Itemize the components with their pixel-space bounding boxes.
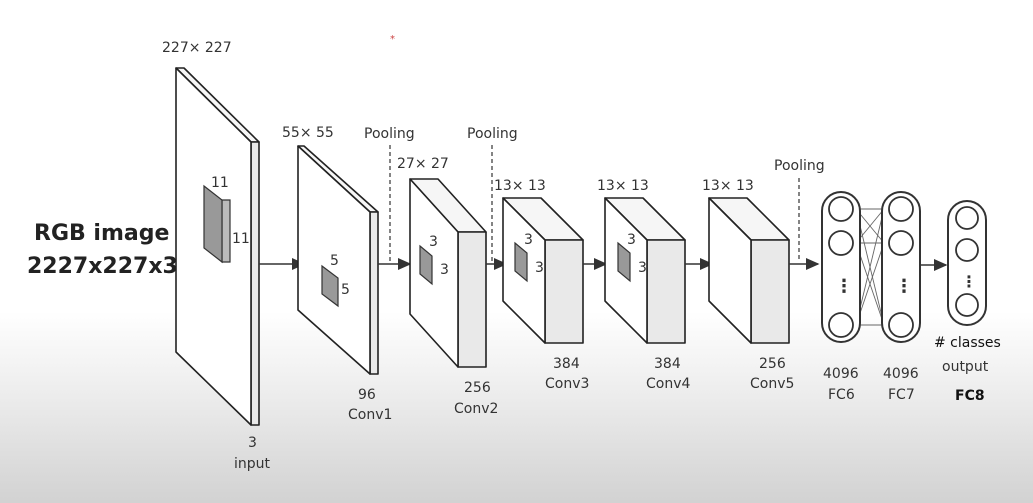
fc7-name: FC7 xyxy=(888,387,915,403)
fc8-name: FC8 xyxy=(955,388,985,404)
fc6-neuron xyxy=(828,230,854,256)
fc6-neuron xyxy=(828,196,854,222)
fc6-fc7-block xyxy=(821,191,921,343)
conv5-depth: 256 xyxy=(759,356,786,372)
fc8-block xyxy=(947,200,987,326)
fc8-layer xyxy=(947,200,987,326)
fc6-layer xyxy=(821,191,861,343)
conv4-kernel-w: 3 xyxy=(638,260,647,276)
fc6-name: FC6 xyxy=(828,387,855,403)
conv5-block xyxy=(708,197,790,344)
fc8-ellipsis: ⋮ xyxy=(961,272,977,291)
conv4-depth: 384 xyxy=(654,356,681,372)
rgb-image-label: RGB image xyxy=(34,221,169,246)
input-depth: 3 xyxy=(248,435,257,451)
conv5-size-label: 13× 13 xyxy=(702,178,754,194)
conv4-block xyxy=(604,197,686,344)
fc6-units: 4096 xyxy=(823,366,859,382)
fc8-units: # classes xyxy=(934,335,1001,351)
conv1-depth: 96 xyxy=(358,387,376,403)
conv3-block xyxy=(502,197,584,344)
pooling-label-1: Pooling xyxy=(364,126,415,142)
conv2-name: Conv2 xyxy=(454,401,498,417)
conv3-size-label: 13× 13 xyxy=(494,178,546,194)
conv5-name: Conv5 xyxy=(750,376,794,392)
conv3-name: Conv3 xyxy=(545,376,589,392)
input-kernel-w: 11 xyxy=(232,231,250,247)
fc8-neuron xyxy=(955,206,979,230)
fc6-ellipsis: ⋮ xyxy=(835,276,853,297)
conv4-kernel-h: 3 xyxy=(627,232,636,248)
conv1-size-label: 55× 55 xyxy=(282,125,334,141)
fc7-layer xyxy=(881,191,921,343)
input-kernel-h: 11 xyxy=(211,175,229,191)
conv1-kernel-h: 5 xyxy=(330,253,339,269)
conv2-kernel-w: 3 xyxy=(440,262,449,278)
fc8-sub: output xyxy=(942,359,989,375)
conv3-depth: 384 xyxy=(553,356,580,372)
conv4-size-label: 13× 13 xyxy=(597,178,649,194)
fc8-neuron xyxy=(955,238,979,262)
conv3-kernel-w: 3 xyxy=(535,260,544,276)
conv2-block xyxy=(409,178,487,368)
pooling-label-2: Pooling xyxy=(467,126,518,142)
stray-mark: * xyxy=(390,34,395,45)
fc7-neuron xyxy=(888,312,914,338)
conv4-name: Conv4 xyxy=(646,376,690,392)
conv3-kernel-h: 3 xyxy=(524,232,533,248)
fc7-neuron xyxy=(888,196,914,222)
fc8-neuron xyxy=(955,293,979,317)
input-size-label: 227× 227 xyxy=(162,40,232,56)
fc7-ellipsis: ⋮ xyxy=(895,276,913,297)
rgb-image-dims: 2227x227x3 xyxy=(27,254,178,279)
conv2-kernel-h: 3 xyxy=(429,234,438,250)
fc6-neuron xyxy=(828,312,854,338)
conv1-name: Conv1 xyxy=(348,407,392,423)
fc7-neuron xyxy=(888,230,914,256)
input-name: input xyxy=(234,456,271,472)
conv2-size-label: 27× 27 xyxy=(397,156,449,172)
pooling-label-3: Pooling xyxy=(774,158,825,174)
conv1-kernel-w: 5 xyxy=(341,282,350,298)
conv2-depth: 256 xyxy=(464,380,491,396)
input-layer xyxy=(175,67,260,426)
fc7-units: 4096 xyxy=(883,366,919,382)
conv1-block xyxy=(297,145,379,375)
